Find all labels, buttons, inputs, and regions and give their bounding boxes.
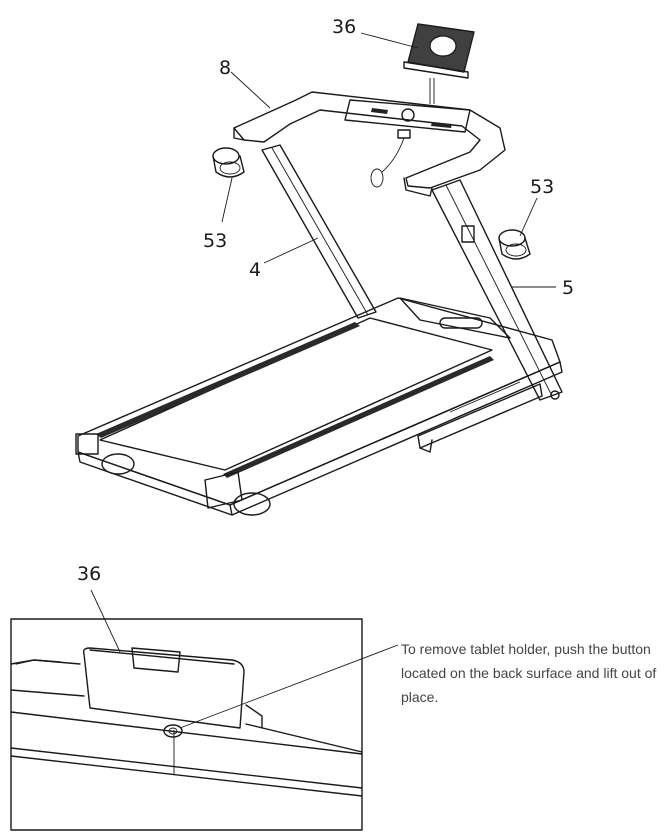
treadmill-illustration	[75, 23, 563, 516]
callout-53-left: 53	[203, 230, 227, 252]
detail-frame	[10, 618, 363, 831]
detail-inset	[10, 589, 399, 831]
handlebar-console-8	[233, 91, 506, 197]
upright-4	[261, 144, 377, 319]
tablet-holder-36	[403, 23, 475, 104]
upright-5	[431, 179, 563, 401]
callout-8: 8	[219, 57, 231, 79]
cup-holder-left	[212, 147, 245, 178]
treadmill-deck	[75, 297, 563, 516]
callout-4: 4	[249, 259, 261, 281]
callout-36-detail: 36	[77, 563, 101, 585]
callout-53-right: 53	[530, 176, 554, 198]
cup-holder-right	[498, 229, 531, 260]
leader-lines	[221, 32, 556, 288]
callout-5: 5	[562, 277, 574, 299]
callout-36-top: 36	[332, 16, 356, 38]
tablet-removal-instruction: To remove tablet holder, push the button…	[401, 641, 657, 705]
